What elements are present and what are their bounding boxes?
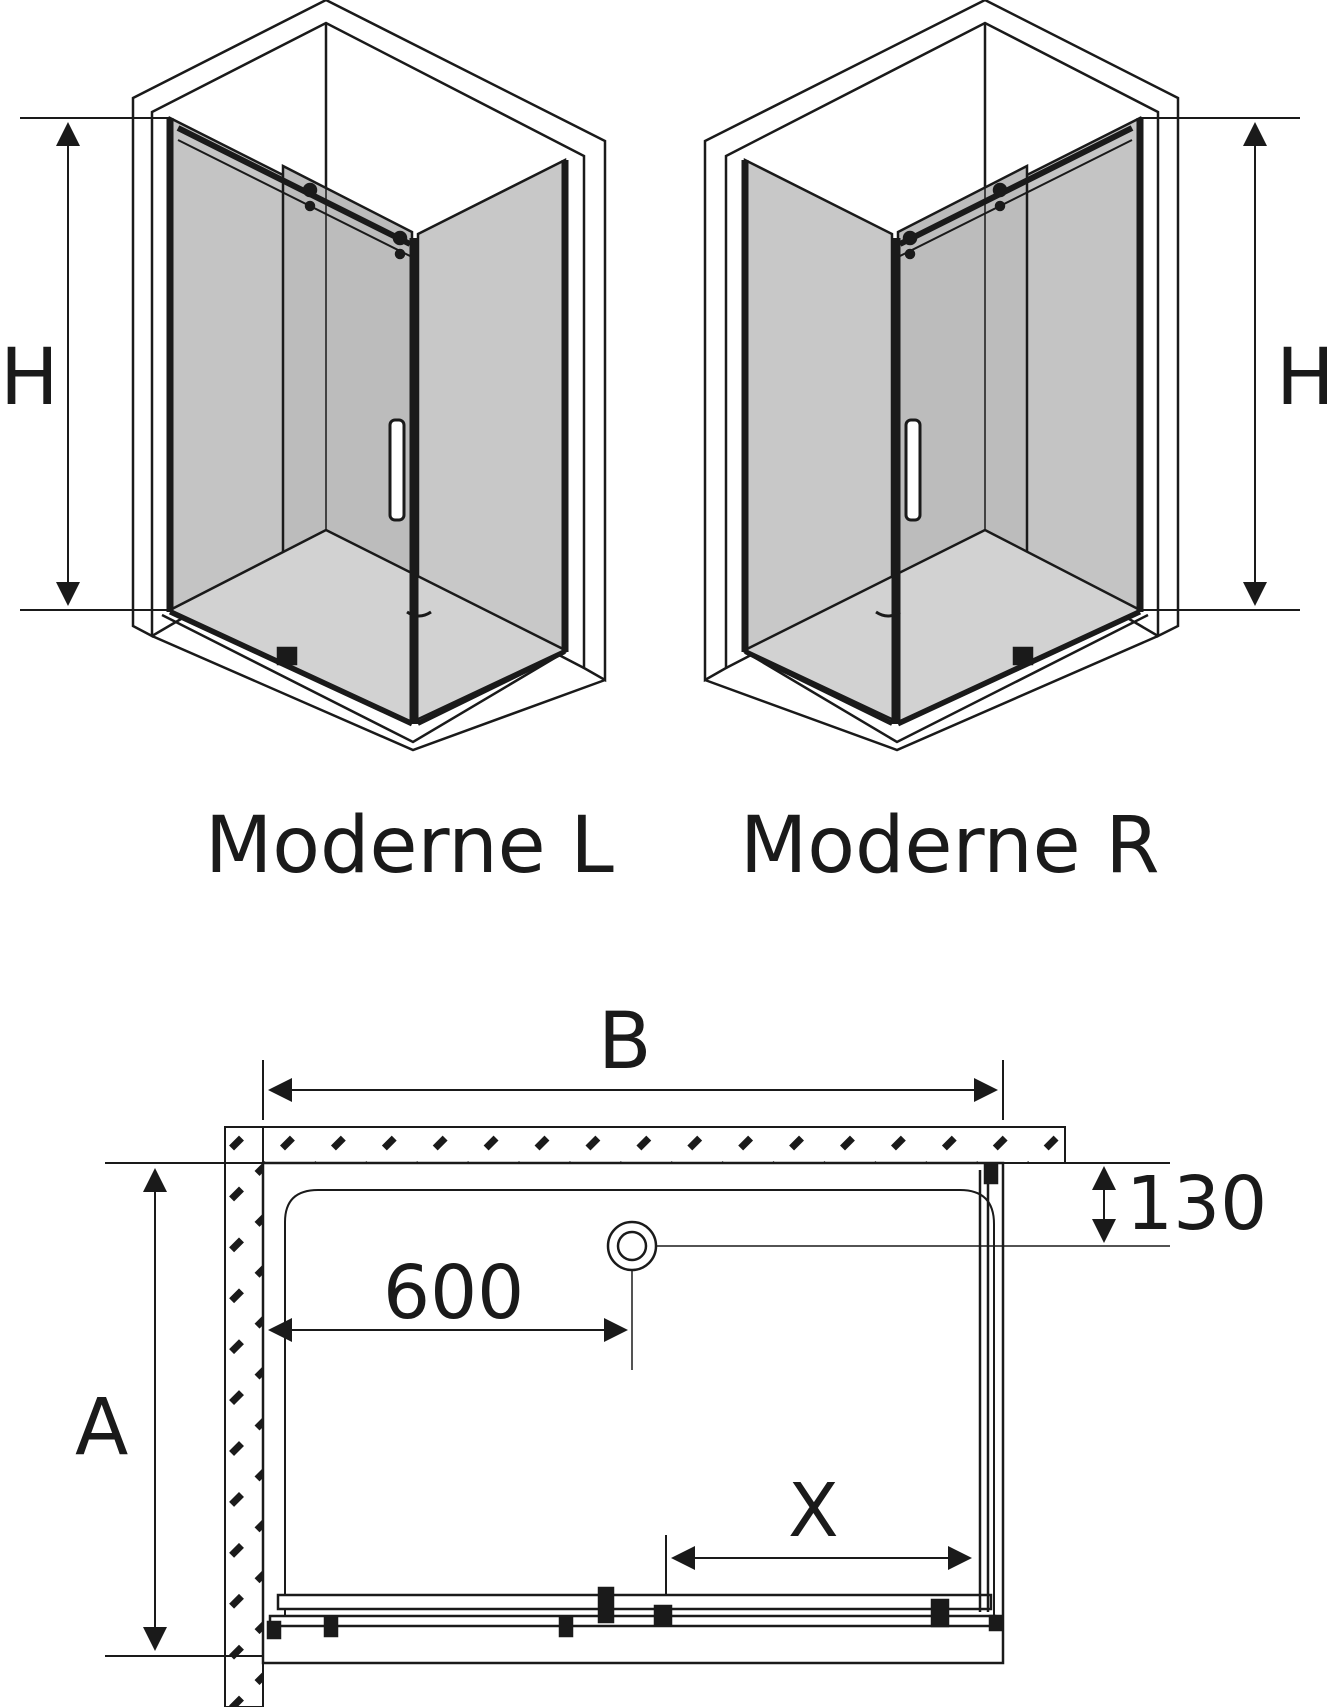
roller-icon [392,230,408,246]
drain-icon [406,610,432,618]
shower-enclosure-right-view [703,0,1180,752]
drain-offset-y-label: 130 [1126,1161,1267,1247]
door-handle-right [904,418,922,522]
door-opening-dimension [665,1535,972,1600]
drain-offset-x-label: 600 [383,1250,524,1336]
width-label: B [598,997,652,1087]
depth-dimension [105,1162,263,1657]
drain-icon-plan [606,1220,1170,1370]
title-moderne-l: Moderne L [205,801,614,891]
glass-panels-plan [266,1163,1004,1640]
door-opening-label: X [788,1468,839,1554]
shower-tray-plan [261,1161,1005,1665]
title-moderne-r: Moderne R [740,801,1160,891]
width-dimension [262,1060,1004,1120]
door-handle-left [388,418,406,522]
roller-icon [902,230,918,246]
shower-enclosure-left-view [131,0,607,752]
wall-hatched [224,1126,1066,1707]
roller-icon [992,182,1008,198]
height-dimension-right [1140,117,1300,611]
drain-offset-y-dimension [1003,1162,1170,1243]
slide-rail-left [176,125,412,247]
height-label-left: H [0,333,59,423]
roller-icon [302,182,318,198]
height-label-right: H [1276,333,1327,423]
drain-icon [875,610,901,618]
slide-rail-right [898,125,1134,247]
height-dimension-left [20,117,170,611]
depth-label: A [75,1383,128,1473]
